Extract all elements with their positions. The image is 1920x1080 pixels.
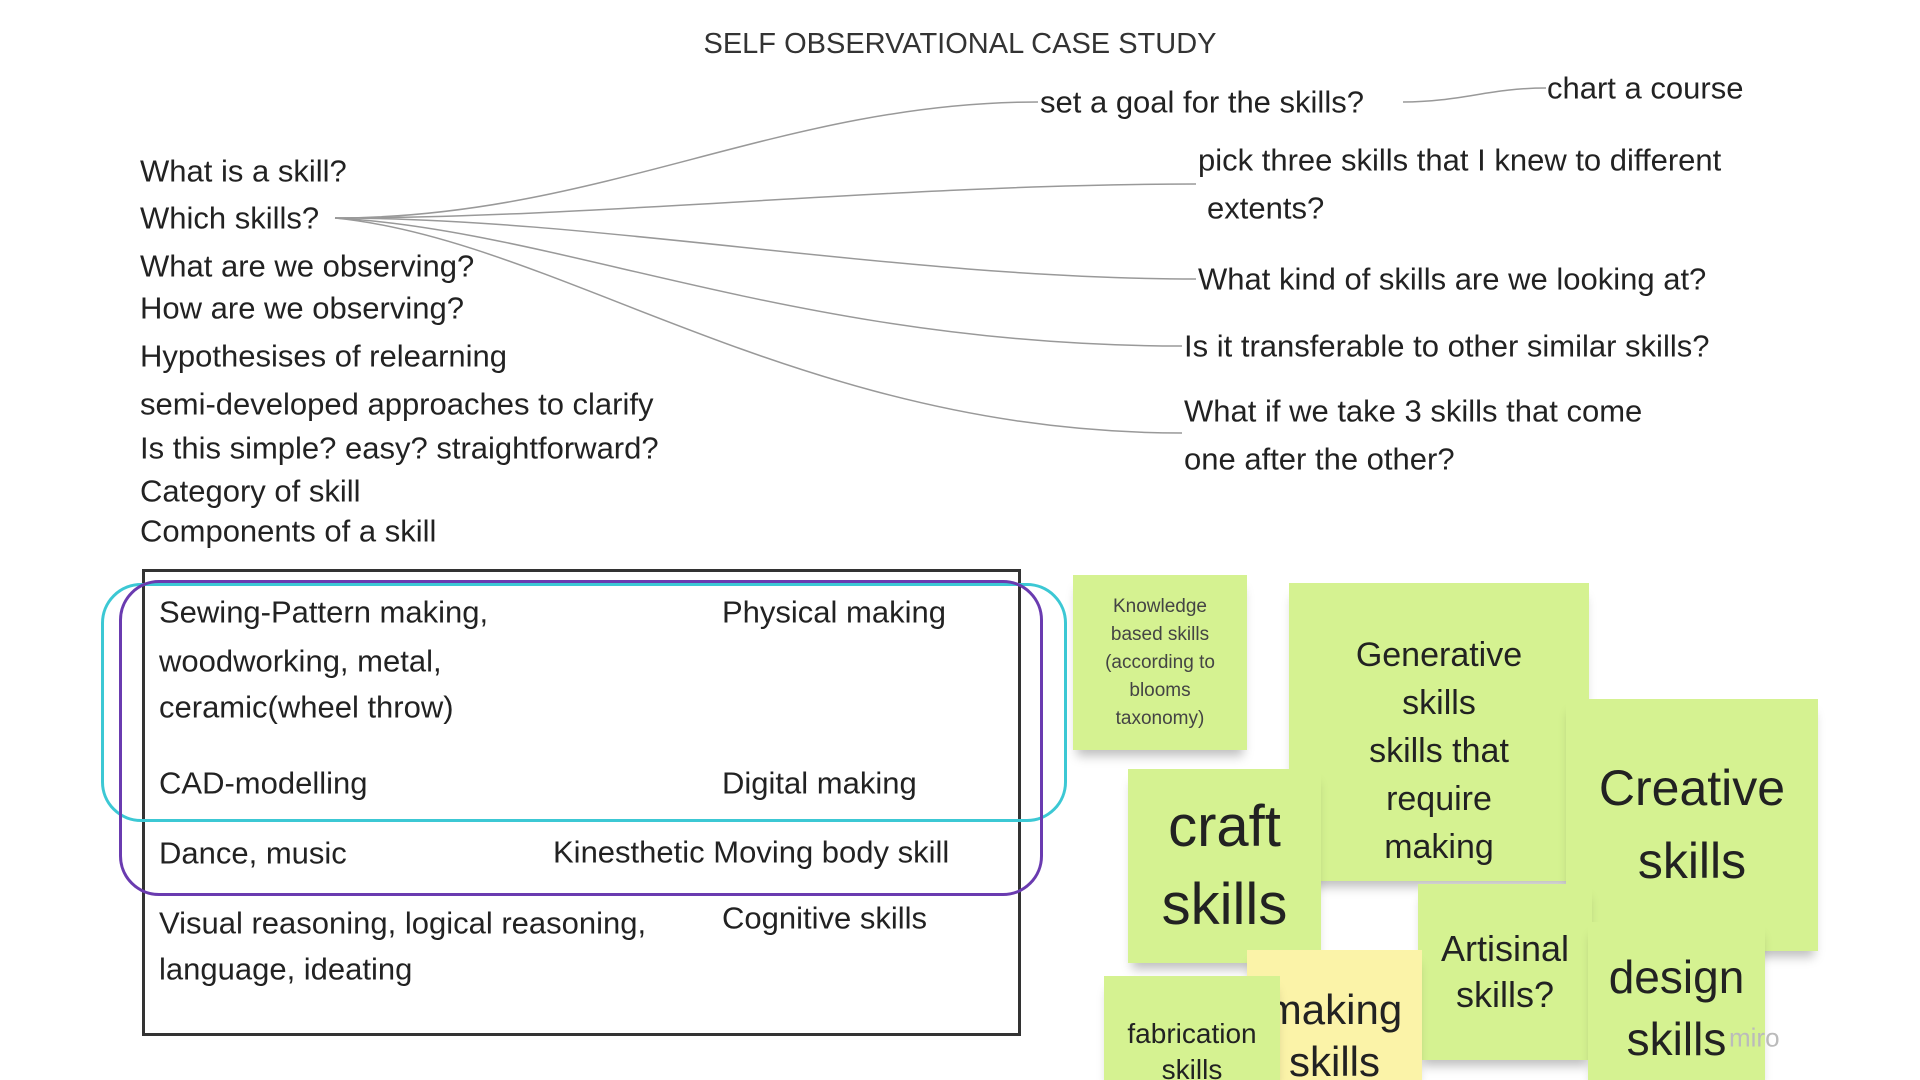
branch-pick-three[interactable]: pick three skills that I knew to differe… (1198, 142, 1722, 178)
sticky-text: require (1386, 780, 1492, 818)
sticky-generative[interactable]: Generative skills skills that require ma… (1289, 583, 1589, 881)
branch-pick-three-line2[interactable]: extents? (1207, 190, 1325, 226)
sticky-text: Creative (1598, 760, 1786, 816)
sticky-text: making (1266, 986, 1403, 1033)
sticky-text: blooms (1129, 679, 1191, 701)
sticky-text: skills (1637, 833, 1747, 889)
sticky-text: taxonomy) (1115, 707, 1205, 729)
sticky-text: craft (1168, 794, 1281, 859)
question-item[interactable]: Category of skill (140, 473, 361, 509)
sticky-text: Generative (1355, 636, 1523, 674)
branch-what-kind[interactable]: What kind of skills are we looking at? (1198, 261, 1707, 297)
question-item[interactable]: What are we observing? (140, 248, 475, 284)
question-item[interactable]: How are we observing? (140, 290, 464, 326)
purple-grouping-outline[interactable] (119, 580, 1043, 896)
table-example: Visual reasoning, logical reasoning, (159, 905, 647, 941)
question-item[interactable]: Components of a skill (140, 513, 437, 549)
sticky-design[interactable]: design skills (1588, 922, 1765, 1080)
connector-transferable (334, 217, 1183, 347)
question-item[interactable]: semi-developed approaches to clarify (140, 386, 654, 422)
board-title: SELF OBSERVATIONAL CASE STUDY (703, 28, 1217, 60)
sticky-fabrication[interactable]: fabrication skills (1104, 976, 1280, 1080)
sticky-text: skills? (1455, 974, 1554, 1015)
sticky-text: (according to (1105, 651, 1215, 673)
sticky-text: making (1384, 828, 1494, 866)
table-example: ceramic(wheel throw) (159, 689, 454, 725)
question-item[interactable]: Hypothesises of relearning (140, 338, 508, 374)
question-item[interactable]: What is a skill? (140, 153, 347, 189)
sticky-text: Artisinal (1440, 928, 1570, 969)
connector-goal (334, 101, 1039, 219)
table-example: language, ideating (159, 951, 413, 987)
connector-chart-course (1402, 87, 1547, 103)
sticky-text: skills that (1369, 732, 1509, 770)
branch-what-if[interactable]: What if we take 3 skills that come (1184, 393, 1643, 429)
sticky-text: skills (1626, 1013, 1727, 1065)
table-example: Dance, music (159, 835, 347, 871)
sticky-text: fabrication (1127, 1018, 1257, 1049)
table-category: Cognitive skills (722, 900, 928, 936)
sticky-text: based skills (1110, 623, 1210, 645)
table-category: Kinesthetic Moving body skill (553, 834, 950, 870)
sticky-text: design (1608, 951, 1745, 1003)
table-category: Digital making (722, 765, 917, 801)
miro-watermark: miro (1729, 1022, 1780, 1053)
sticky-text: skills (1161, 872, 1288, 937)
connector-pick-three (334, 183, 1197, 219)
sticky-artisinal[interactable]: Artisinal skills? (1418, 884, 1592, 1060)
branch-transferable[interactable]: Is it transferable to other similar skil… (1184, 328, 1710, 364)
table-example: woodworking, metal, (159, 643, 442, 679)
skills-table-frame[interactable] (142, 569, 1021, 1036)
connector-what-kind (334, 217, 1197, 280)
sticky-knowledge[interactable]: Knowledge based skills (according to blo… (1073, 575, 1247, 750)
connector-what-if (334, 217, 1183, 434)
sticky-text: Knowledge (1112, 595, 1208, 617)
table-example: CAD-modelling (159, 765, 368, 801)
table-category: Physical making (722, 594, 946, 630)
question-item[interactable]: Which skills? (140, 200, 320, 236)
sticky-craft[interactable]: craft skills (1128, 769, 1321, 963)
cyan-grouping-outline[interactable] (101, 583, 1067, 822)
sticky-creative[interactable]: Creative skills (1566, 699, 1818, 951)
branch-what-if-line2[interactable]: one after the other? (1184, 441, 1455, 477)
branch-goal[interactable]: set a goal for the skills? (1040, 84, 1364, 120)
sticky-text: skills (1289, 1038, 1380, 1080)
branch-chart-course[interactable]: chart a course (1547, 70, 1744, 106)
sticky-text: skills (1161, 1054, 1223, 1080)
sticky-text: skills (1402, 684, 1476, 722)
table-example: Sewing-Pattern making, (159, 594, 489, 630)
question-item[interactable]: Is this simple? easy? straightforward? (140, 430, 659, 466)
